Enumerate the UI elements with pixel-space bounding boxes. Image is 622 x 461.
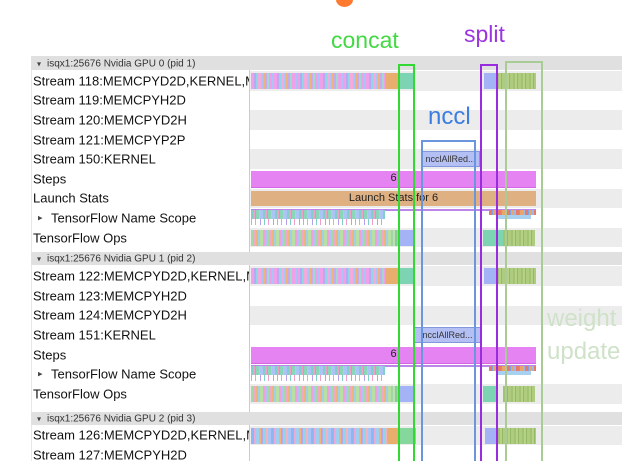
- event-bar-olive[interactable]: [503, 229, 535, 246]
- event-bar-dense[interactable]: [251, 229, 391, 246]
- track-label: TensorFlow Name Scope: [51, 210, 197, 226]
- track-row-steps-gpu1: Steps 6: [0, 345, 622, 365]
- event-bar-blue[interactable]: [399, 229, 415, 246]
- header-band: [31, 56, 622, 70]
- launch-stats-bar[interactable]: Launch Stats for 6: [251, 190, 536, 206]
- track-label: Stream 120:MEMCPYD2H: [33, 112, 187, 128]
- annotation-concat-box: [398, 64, 415, 461]
- event-bar-green[interactable]: [391, 385, 399, 402]
- track-label: Stream 118:MEMCPYD2D,KERNEL,ME: [33, 73, 249, 89]
- name-scope-mini-bar-blue[interactable]: [497, 215, 531, 220]
- event-bar-orange[interactable]: [387, 427, 400, 444]
- row-stripe: [250, 110, 622, 130]
- expand-triangle-icon[interactable]: ▸: [38, 368, 43, 379]
- event-bar-olive[interactable]: [503, 385, 535, 402]
- step-bar[interactable]: 6: [251, 170, 536, 188]
- process-header-label: isqx1:25676 Nvidia GPU 1 (pid 2): [47, 253, 196, 265]
- row-stripe: [250, 305, 622, 326]
- track-rows: ▾ isqx1:25676 Nvidia GPU 0 (pid 1) Strea…: [0, 56, 622, 461]
- track-row-launch-stats: Launch Stats Launch Stats for 6: [0, 188, 622, 209]
- expand-triangle-icon[interactable]: ▸: [38, 212, 43, 223]
- track-label: Steps: [33, 171, 67, 187]
- track-row-stream119: Stream 119:MEMCPYH2D: [0, 91, 622, 111]
- process-header-label: isqx1:25676 Nvidia GPU 2 (pid 3): [47, 413, 196, 424]
- collapse-triangle-icon[interactable]: ▾: [37, 414, 42, 423]
- name-scope-dense-bars[interactable]: [251, 210, 385, 220]
- track-row-tf-ops-gpu0: TensorFlow Ops: [0, 227, 622, 248]
- event-bar-blue[interactable]: [484, 73, 497, 89]
- event-bar-dense[interactable]: [251, 268, 385, 285]
- event-bar-teal[interactable]: [399, 73, 413, 89]
- collapse-triangle-icon[interactable]: ▾: [37, 59, 42, 68]
- event-bar-blue[interactable]: [399, 385, 415, 402]
- process-header-gpu0[interactable]: ▾ isqx1:25676 Nvidia GPU 0 (pid 1): [0, 56, 622, 71]
- event-bar-blue[interactable]: [485, 427, 498, 444]
- event-bar-olive[interactable]: [498, 427, 536, 444]
- annotation-concat-label: concat: [331, 27, 399, 53]
- track-row-stream150: Stream 150:KERNEL ncclAllRed...: [0, 149, 622, 169]
- event-bar-orange[interactable]: [385, 268, 399, 285]
- track-label: Stream 123:MEMCPYH2D: [33, 288, 187, 304]
- annotation-split-box: [480, 64, 498, 461]
- event-bar-blue[interactable]: [484, 268, 497, 285]
- track-label: Stream 122:MEMCPYD2D,KERNEL,MI: [33, 268, 249, 284]
- track-row-stream124: Stream 124:MEMCPYD2H: [0, 305, 622, 326]
- event-bar-teal[interactable]: [483, 385, 497, 402]
- track-row-stream121: Stream 121:MEMCPYP2P: [0, 130, 622, 150]
- event-bar-orange[interactable]: [385, 73, 399, 89]
- track-label: Steps: [33, 347, 67, 363]
- track-label: Stream 150:KERNEL: [33, 151, 156, 167]
- process-header-label: isqx1:25676 Nvidia GPU 0 (pid 1): [47, 58, 196, 69]
- track-label: Stream 151:KERNEL: [33, 327, 156, 343]
- name-scope-sparse-bars[interactable]: [251, 219, 385, 226]
- track-row-stream122: Stream 122:MEMCPYD2D,KERNEL,MI: [0, 266, 622, 286]
- track-label: Stream 126:MEMCPYD2D,KERNEL,MI: [33, 427, 249, 443]
- track-label: Stream 124:MEMCPYD2H: [33, 307, 187, 323]
- track-row-stream127: Stream 127:MEMCPYH2D: [0, 445, 622, 461]
- track-label: TensorFlow Ops: [33, 386, 127, 402]
- step-bar[interactable]: 6: [251, 346, 536, 364]
- track-label: Stream 119:MEMCPYH2D: [33, 92, 186, 108]
- clipped-orange-text-fragment: [336, 0, 353, 7]
- track-row-name-scope-gpu0: ▸ TensorFlow Name Scope: [0, 208, 622, 228]
- track-row-stream126: Stream 126:MEMCPYD2D,KERNEL,MI: [0, 425, 622, 446]
- event-bar-green[interactable]: [391, 229, 399, 246]
- name-scope-mini-bars[interactable]: [489, 366, 536, 372]
- name-scope-mini-bar-blue[interactable]: [497, 371, 531, 376]
- annotation-nccl-box: [421, 140, 476, 461]
- event-bar-dense[interactable]: [251, 385, 391, 402]
- name-scope-mini-bars[interactable]: [489, 210, 536, 216]
- track-label: Launch Stats: [33, 190, 109, 206]
- annotation-weight-update-box: [505, 61, 543, 461]
- event-bar-teal[interactable]: [399, 268, 413, 285]
- name-scope-sparse-bars[interactable]: [251, 375, 385, 382]
- name-scope-dense-bars[interactable]: [251, 366, 385, 376]
- track-row-name-scope-gpu1: ▸ TensorFlow Name Scope: [0, 364, 622, 384]
- track-label: Stream 121:MEMCPYP2P: [33, 132, 186, 148]
- track-label: TensorFlow Ops: [33, 230, 127, 246]
- name-scope-line[interactable]: [251, 365, 536, 368]
- track-row-tf-ops-gpu1: TensorFlow Ops: [0, 383, 622, 404]
- track-row-stream123: Stream 123:MEMCPYH2D: [0, 286, 622, 306]
- track-row-stream151: Stream 151:KERNEL ncclAllRed...: [0, 325, 622, 345]
- event-bar-dense[interactable]: [251, 73, 385, 89]
- track-row-steps-gpu0: Steps 6: [0, 169, 622, 189]
- name-scope-line[interactable]: [251, 209, 536, 212]
- event-bar-teal[interactable]: [483, 229, 505, 246]
- track-row-stream120: Stream 120:MEMCPYD2H: [0, 110, 622, 130]
- event-bar-green[interactable]: [400, 427, 416, 444]
- event-bar-dense[interactable]: [251, 427, 387, 444]
- track-label: TensorFlow Name Scope: [51, 366, 197, 382]
- collapse-triangle-icon[interactable]: ▾: [37, 254, 42, 264]
- nccl-allreduce-event-bar[interactable]: ncclAllRed...: [421, 151, 480, 168]
- track-label: Stream 127:MEMCPYH2D: [33, 447, 187, 461]
- annotation-split-label: split: [464, 21, 505, 47]
